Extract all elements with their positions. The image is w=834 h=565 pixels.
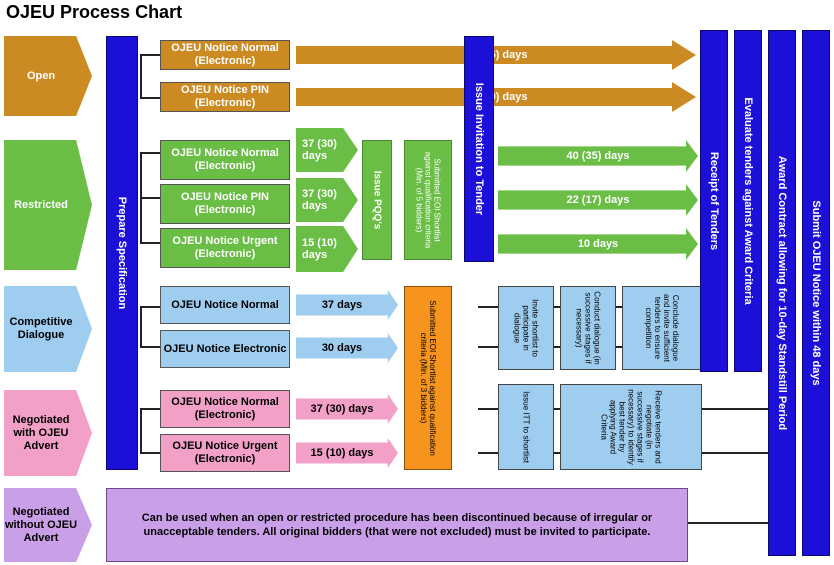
restricted-post-arrow-1: 40 (35) days: [498, 140, 698, 172]
restricted-notice-urgent: OJEU Notice Urgent (Electronic): [160, 228, 290, 268]
procedure-restricted: Restricted: [4, 140, 92, 270]
connector: [140, 306, 162, 308]
stage-prepare-specification: Prepare Specification: [106, 36, 138, 470]
competitive-days-arrow-2: 30 days: [296, 333, 398, 363]
competitive-step-invite: Invite shortlist to participate in dialo…: [498, 286, 554, 370]
procedure-competitive-dialogue: Competitive Dialogue: [4, 286, 92, 372]
restricted-post-arrow-2: 22 (17) days: [498, 184, 698, 216]
procedure-negotiated-with-advert: Negotiated with OJEU Advert: [4, 390, 92, 476]
stage-award-contract: Award Contract allowing for 10-day Stand…: [768, 30, 796, 556]
restricted-pre-3: 15 (10) days: [302, 237, 337, 261]
negotiated-days-arrow-1: 37 (30) days: [296, 394, 398, 424]
restricted-pre-2: 37 (30) days: [302, 188, 337, 212]
stage-submit-notice: Submit OJEU Notice within 48 days: [802, 30, 830, 556]
competitive-shortlist: Submitted EOI Shortlist against qualific…: [404, 286, 452, 470]
negotiated-step-receive-tenders: Receive tenders and negotiate (in succes…: [560, 384, 702, 470]
negotiated-without-note: Can be used when an open or restricted p…: [106, 488, 688, 562]
connector: [140, 54, 162, 56]
competitive-notice-electronic: OJEU Notice Electronic: [160, 330, 290, 368]
stage-evaluate-tenders: Evaluate tenders against Award Criteria: [734, 30, 762, 372]
restricted-post-3: 10 days: [577, 238, 619, 250]
negotiated-days-1: 37 (30) days: [310, 403, 374, 415]
connector: [140, 452, 162, 454]
connector: [140, 152, 142, 244]
negotiated-notice-normal: OJEU Notice Normal (Electronic): [160, 390, 290, 428]
connector: [140, 346, 162, 348]
competitive-days-1: 37 days: [321, 299, 363, 311]
competitive-notice-normal: OJEU Notice Normal: [160, 286, 290, 324]
restricted-shortlist: Submitted EOI Shortlist against qualific…: [404, 140, 452, 260]
restricted-post-2: 22 (17) days: [566, 194, 630, 206]
open-notice-pin: OJEU Notice PIN (Electronic): [160, 82, 290, 112]
restricted-pre-arrow-3: 15 (10) days: [296, 226, 358, 272]
competitive-days-2: 30 days: [321, 342, 363, 354]
competitive-step-conclude: Conclude dialogue and invite sufficient …: [622, 286, 702, 370]
restricted-notice-pin: OJEU Notice PIN (Electronic): [160, 184, 290, 224]
restricted-notice-normal: OJEU Notice Normal (Electronic): [160, 140, 290, 180]
competitive-days-arrow-1: 37 days: [296, 290, 398, 320]
open-days-arrow-2: 36 (29) days: [296, 82, 696, 112]
restricted-pre-arrow-2: 37 (30) days: [296, 178, 358, 222]
restricted-post-1: 40 (35) days: [566, 150, 630, 162]
stage-issue-pqqs: Issue PQQ's: [362, 140, 392, 260]
negotiated-notice-urgent: OJEU Notice Urgent (Electronic): [160, 434, 290, 472]
restricted-pre-arrow-1: 37 (30) days: [296, 128, 358, 172]
connector: [140, 306, 142, 348]
connector: [688, 522, 776, 524]
connector: [140, 197, 162, 199]
negotiated-days-arrow-2: 15 (10) days: [296, 438, 398, 468]
connector: [140, 408, 162, 410]
negotiated-step-issue-itt: Issue ITT to shortlist: [498, 384, 554, 470]
procedure-negotiated-without-advert: Negotiated without OJEU Advert: [4, 488, 92, 562]
chart-title: OJEU Process Chart: [6, 2, 183, 22]
connector: [140, 97, 162, 99]
restricted-post-arrow-3: 10 days: [498, 228, 698, 260]
open-notice-normal: OJEU Notice Normal (Electronic): [160, 40, 290, 70]
competitive-step-conduct: Conduct dialogue (in successive stages i…: [560, 286, 616, 370]
connector: [140, 54, 142, 99]
connector: [140, 408, 142, 454]
connector: [140, 152, 162, 154]
open-days-arrow-1: 52 (45) days: [296, 40, 696, 70]
procedure-open: Open: [4, 36, 92, 116]
stage-receipt-of-tenders: Receipt of Tenders: [700, 30, 728, 372]
stage-issue-itt: Issue Invitation to Tender: [464, 36, 494, 262]
restricted-pre-1: 37 (30) days: [302, 138, 337, 162]
connector: [140, 242, 162, 244]
negotiated-days-2: 15 (10) days: [310, 447, 374, 459]
